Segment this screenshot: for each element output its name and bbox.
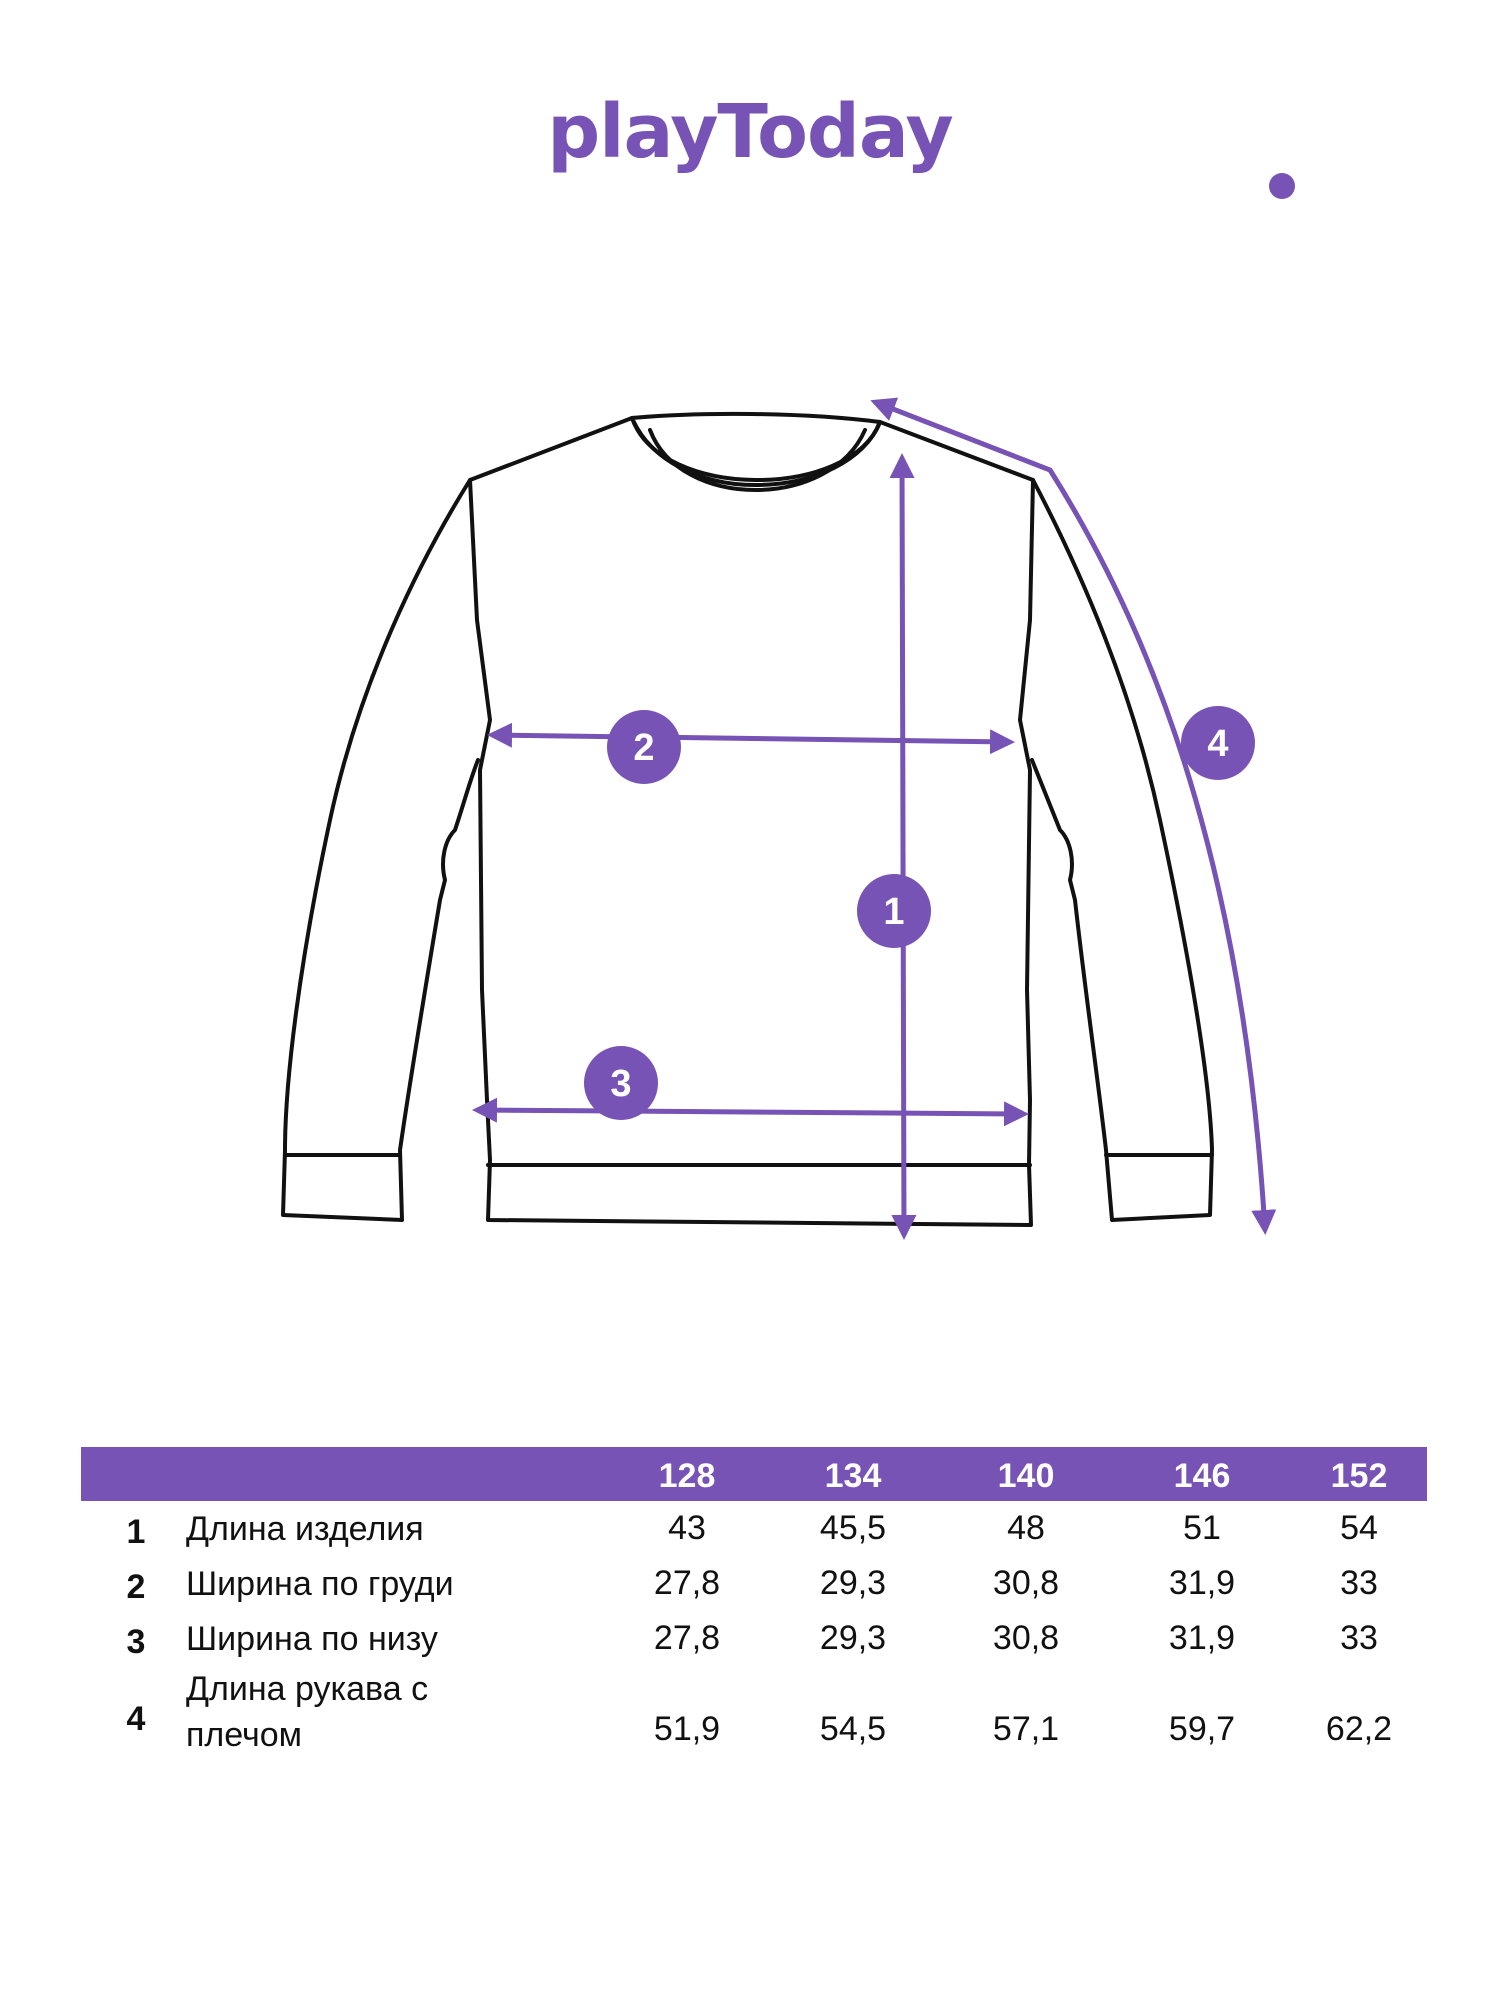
- svg-text:4: 4: [1207, 723, 1228, 765]
- table-cell: 31,9: [1168, 1564, 1236, 1602]
- table-cell: 31,9: [1168, 1619, 1236, 1657]
- marker-4: 4: [1181, 706, 1255, 780]
- table-cell: 51,9: [653, 1710, 721, 1748]
- table-cell: 62,2: [1325, 1710, 1393, 1748]
- table-cell: 57,1: [992, 1710, 1060, 1748]
- row-label: Ширина по груди: [186, 1565, 454, 1603]
- table-cell: 33: [1340, 1564, 1378, 1602]
- brand-logo: playToday: [0, 95, 1500, 199]
- size-header-134: 134: [824, 1457, 882, 1495]
- svg-text:3: 3: [610, 1063, 631, 1105]
- table-cell: 48: [1007, 1509, 1045, 1547]
- table-cell: 45,5: [819, 1509, 887, 1547]
- size-table: 128 134 140 146 152 1 Длина изделия 43 4…: [81, 1447, 1427, 1766]
- marker-1: 1: [857, 874, 931, 948]
- table-row: 3 Ширина по низу 27,8 29,3 30,8 31,9 33: [81, 1611, 1427, 1666]
- row-number: 3: [126, 1623, 146, 1661]
- svg-text:2: 2: [633, 727, 654, 769]
- table-cell: 30,8: [992, 1564, 1060, 1602]
- table-row: 1 Длина изделия 43 45,5 48 51 54: [81, 1501, 1427, 1556]
- marker-3: 3: [584, 1046, 658, 1120]
- table-cell: 33: [1340, 1619, 1378, 1657]
- table-cell: 29,3: [819, 1564, 887, 1602]
- table-row: 4 Длина рукава с плечом 51,9 54,5 57,1 5…: [81, 1666, 1427, 1766]
- size-header-152: 152: [1330, 1457, 1388, 1495]
- table-row: 2 Ширина по груди 27,8 29,3 30,8 31,9 33: [81, 1556, 1427, 1611]
- table-cell: 54: [1340, 1509, 1378, 1547]
- size-header-140: 140: [997, 1457, 1055, 1495]
- table-cell: 30,8: [992, 1619, 1060, 1657]
- size-header-row: 128 134 140 146 152: [81, 1447, 1427, 1501]
- row-number: 1: [126, 1513, 146, 1551]
- row-label: Длина рукава с плечом: [186, 1670, 429, 1754]
- logo-text: playToday: [547, 89, 954, 175]
- size-header-146: 146: [1173, 1457, 1231, 1495]
- row-number: 2: [126, 1568, 146, 1606]
- table-cell: 29,3: [819, 1619, 887, 1657]
- table-cell: 59,7: [1168, 1710, 1236, 1748]
- table-cell: 27,8: [653, 1619, 721, 1657]
- size-header-128: 128: [658, 1457, 716, 1495]
- row-label: Длина изделия: [186, 1510, 424, 1548]
- sweatshirt-measurement-diagram: 1 2 3 4: [281, 397, 1277, 1240]
- svg-text:1: 1: [883, 891, 904, 933]
- logo-dot-icon: [1269, 173, 1296, 199]
- table-cell: 54,5: [819, 1710, 887, 1748]
- table-cell: 43: [668, 1509, 706, 1547]
- marker-2: 2: [607, 710, 681, 784]
- row-number: 4: [126, 1700, 146, 1738]
- table-cell: 51: [1183, 1509, 1221, 1547]
- sweatshirt-outline: [281, 411, 1214, 1227]
- table-cell: 27,8: [653, 1564, 721, 1602]
- row-label: Ширина по низу: [186, 1620, 438, 1658]
